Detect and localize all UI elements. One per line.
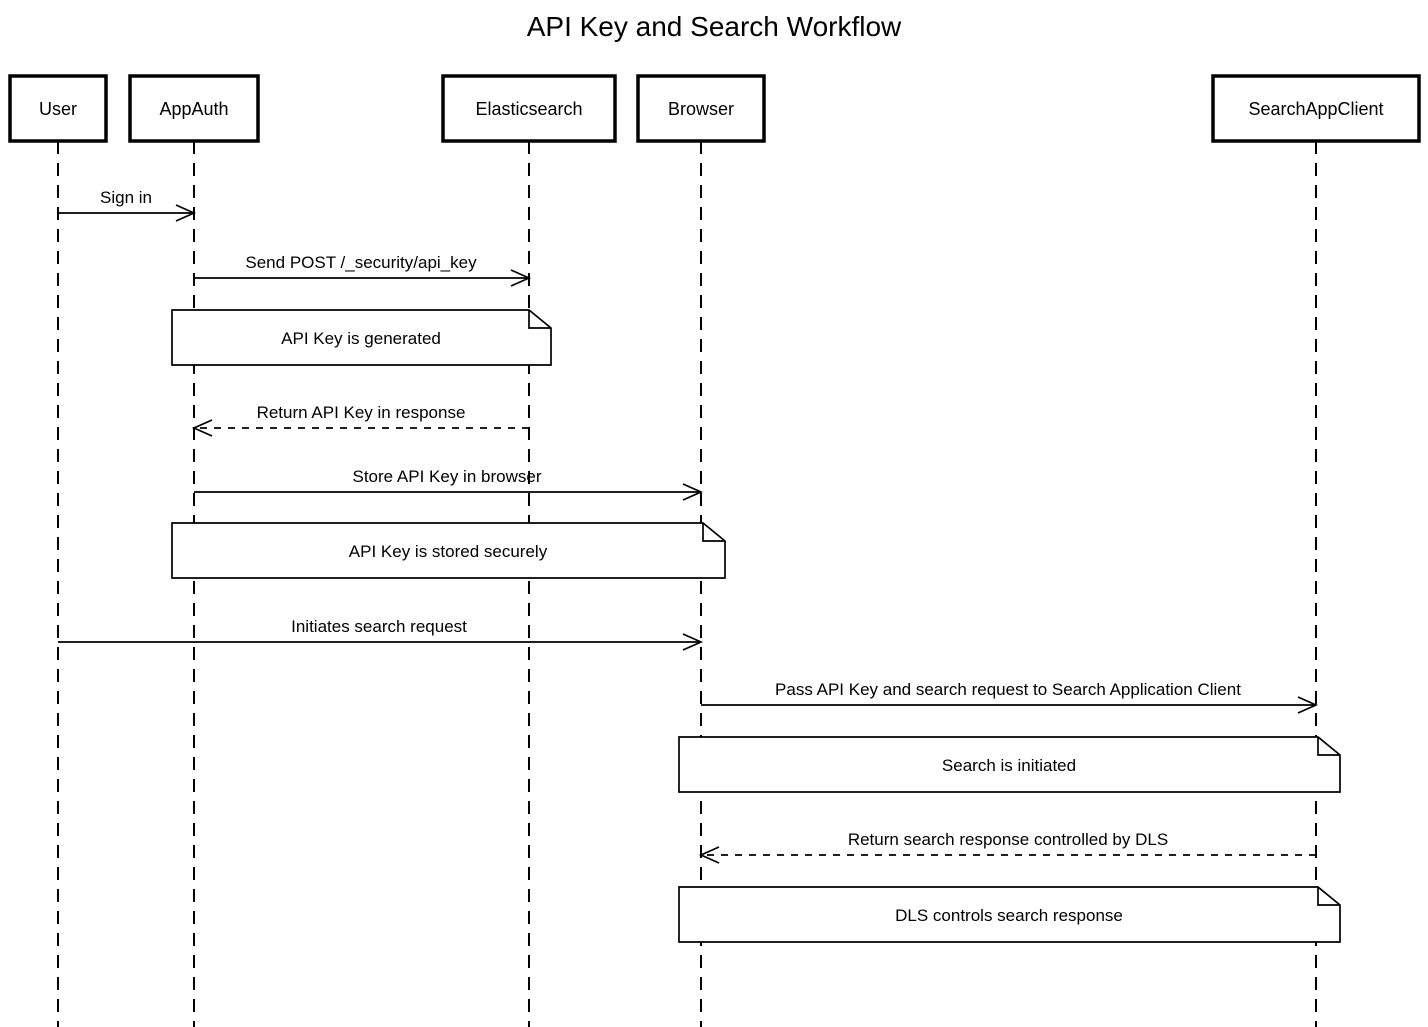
participant-label-searchappclient: SearchAppClient [1248,99,1383,119]
participant-user: User [8,74,108,143]
message-pass-api-key: Pass API Key and search request to Searc… [701,680,1319,714]
note-shape-api-key-generated [171,309,552,366]
note-api-key-stored: API Key is stored securely [171,522,726,579]
arrowhead-sign-in [175,204,197,222]
participant-label-user: User [39,99,77,119]
message-label-sign-in: Sign in [100,188,152,207]
note-api-key-generated: API Key is generated [171,309,552,366]
message-send-post-api-key: Send POST /_security/api_key [194,253,532,287]
message-label-pass-api-key: Pass API Key and search request to Searc… [775,680,1241,699]
note-shape-api-key-stored [171,522,726,579]
note-shape-search-initiated [678,736,1341,793]
participant-box-searchappclient [1211,74,1421,143]
participant-label-appauth: AppAuth [159,99,228,119]
note-text-api-key-generated: API Key is generated [281,329,441,348]
participant-searchappclient: SearchAppClient [1211,74,1421,143]
participant-box-browser [636,74,766,143]
note-fold-icon [1317,887,1340,906]
message-label-return-search-response: Return search response controlled by DLS [848,830,1168,849]
message-label-return-api-key: Return API Key in response [257,403,466,422]
participant-label-browser: Browser [668,99,734,119]
message-initiates-search: Initiates search request [58,617,704,651]
participant-box-appauth [128,74,260,143]
participant-browser: Browser [636,74,766,143]
note-fold-icon [702,523,725,542]
message-sign-in: Sign in [58,188,197,222]
arrowhead-pass-api-key [1297,696,1319,714]
note-fold-icon [1317,737,1340,756]
participant-elasticsearch: Elasticsearch [441,74,617,143]
participant-label-elasticsearch: Elasticsearch [475,99,582,119]
note-search-initiated: Search is initiated [678,736,1341,793]
arrowhead-send-post-api-key [510,269,532,287]
note-text-dls-controls: DLS controls search response [895,906,1123,925]
note-fold-icon [528,310,551,329]
message-return-api-key: Return API Key in response [191,403,529,437]
arrowhead-initiates-search [682,633,704,651]
note-text-search-initiated: Search is initiated [942,756,1076,775]
message-return-search-response: Return search response controlled by DLS [698,830,1316,864]
diagram-title: API Key and Search Workflow [527,11,902,42]
note-text-api-key-stored: API Key is stored securely [349,542,548,561]
participant-box-elasticsearch [441,74,617,143]
note-dls-controls: DLS controls search response [678,886,1341,943]
lifelines [57,141,1317,1027]
participant-box-user [8,74,108,143]
arrowhead-return-api-key [191,419,213,437]
message-label-send-post-api-key: Send POST /_security/api_key [245,253,477,272]
message-store-api-key: Store API Key in browser [194,467,704,501]
note-shape-dls-controls [678,886,1341,943]
participant-appauth: AppAuth [128,74,260,143]
arrowhead-return-search-response [698,846,720,864]
message-label-store-api-key: Store API Key in browser [353,467,542,486]
message-label-initiates-search: Initiates search request [291,617,467,636]
arrowhead-store-api-key [682,483,704,501]
